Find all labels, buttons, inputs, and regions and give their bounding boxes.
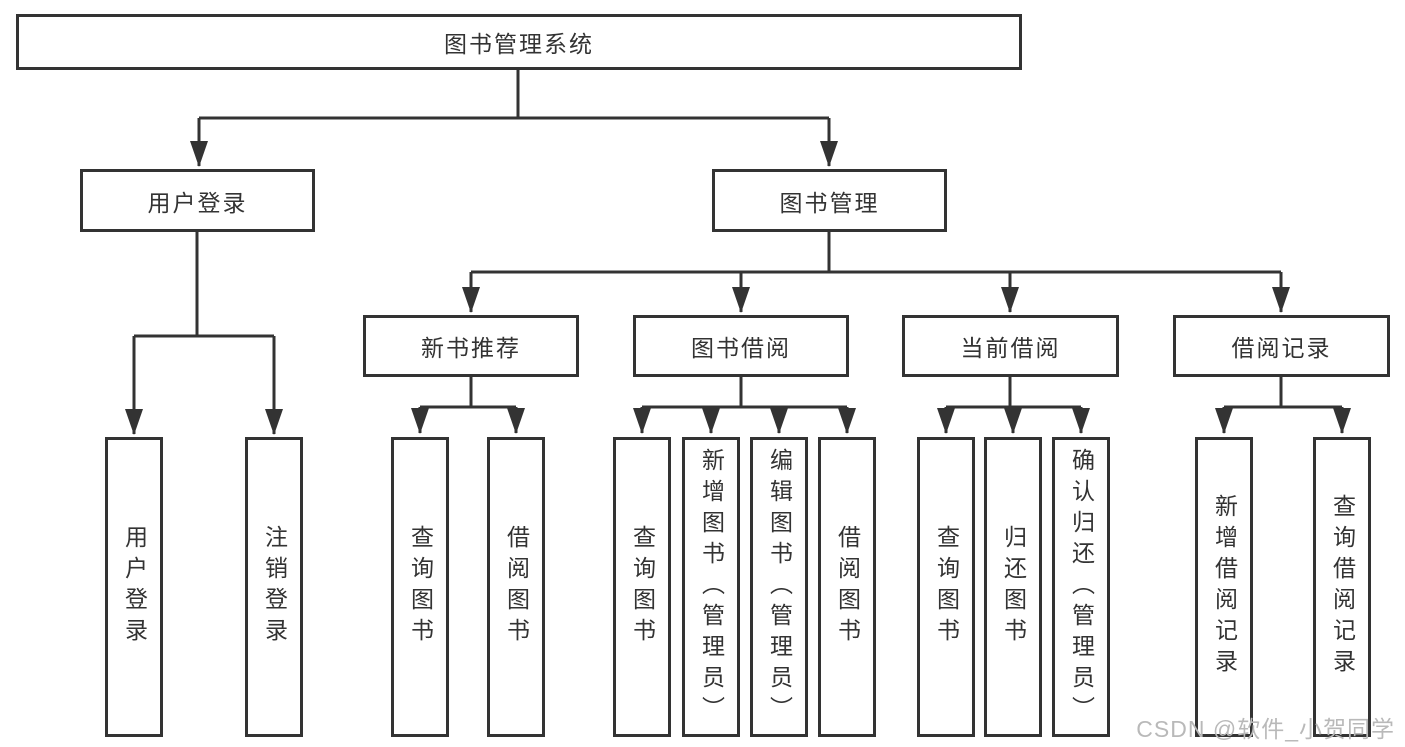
node-book-mgmt: 图书管理 — [712, 169, 947, 232]
leaf-nbr-borrow-book-label: 借阅图书 — [503, 525, 530, 649]
leaf-br-query-record: 查询借阅记录 — [1313, 437, 1371, 737]
connector-book-mgmt-subtree — [471, 232, 1281, 274]
node-user-login: 用户登录 — [80, 169, 315, 232]
leaf-logout: 注销登录 — [245, 437, 303, 737]
node-current-borrow: 当前借阅 — [902, 315, 1119, 377]
leaf-user-login-label: 用户登录 — [121, 525, 148, 649]
connector-current-borrow-subtree — [946, 377, 1081, 409]
leaf-cb-return-book-label: 归还图书 — [1000, 525, 1027, 649]
leaf-bb-query-book: 查询图书 — [613, 437, 671, 737]
node-root: 图书管理系统 — [16, 14, 1022, 70]
leaf-nbr-query-book-label: 查询图书 — [407, 525, 434, 649]
node-book-borrow: 图书借阅 — [633, 315, 849, 377]
node-root-label: 图书管理系统 — [444, 31, 594, 57]
node-new-book-rec-label: 新书推荐 — [421, 335, 521, 361]
leaf-bb-add-book-admin: 新增图书（管理员） — [682, 437, 740, 737]
csdn-watermark: CSDN @软件_小贺同学 — [1136, 716, 1395, 742]
leaf-bb-query-book-label: 查询图书 — [629, 525, 656, 649]
node-current-borrow-label: 当前借阅 — [960, 335, 1061, 361]
leaf-bb-edit-book-admin: 编辑图书（管理员） — [750, 437, 808, 737]
node-new-book-rec: 新书推荐 — [363, 315, 579, 377]
node-book-mgmt-label: 图书管理 — [779, 189, 880, 216]
connector-user-login-subtree — [134, 232, 274, 338]
leaf-logout-label: 注销登录 — [261, 525, 288, 649]
leaf-cb-confirm-return-admin: 确认归还（管理员） — [1052, 437, 1110, 737]
leaf-br-query-record-label: 查询借阅记录 — [1329, 494, 1356, 680]
connector-root-to-level2 — [199, 70, 829, 120]
leaf-cb-query-book: 查询图书 — [917, 437, 975, 737]
leaf-bb-edit-book-admin-label: 编辑图书（管理员） — [766, 447, 793, 727]
node-book-borrow-label: 图书借阅 — [691, 335, 791, 361]
leaf-br-add-record-label: 新增借阅记录 — [1211, 494, 1238, 680]
leaf-bb-borrow-book-label: 借阅图书 — [834, 525, 861, 649]
node-user-login-label: 用户登录 — [147, 189, 248, 216]
leaf-nbr-query-book: 查询图书 — [391, 437, 449, 737]
leaf-cb-query-book-label: 查询图书 — [933, 525, 960, 649]
leaf-user-login: 用户登录 — [105, 437, 163, 737]
connector-book-borrow-subtree — [642, 377, 847, 409]
leaf-nbr-borrow-book: 借阅图书 — [487, 437, 545, 737]
leaf-cb-confirm-return-admin-label: 确认归还（管理员） — [1068, 447, 1095, 727]
connector-new-book-rec-subtree — [420, 377, 516, 409]
leaf-bb-borrow-book: 借阅图书 — [818, 437, 876, 737]
leaf-bb-add-book-admin-label: 新增图书（管理员） — [698, 447, 725, 727]
leaf-br-add-record: 新增借阅记录 — [1195, 437, 1253, 737]
node-borrow-record-label: 借阅记录 — [1231, 335, 1332, 361]
node-borrow-record: 借阅记录 — [1173, 315, 1390, 377]
leaf-cb-return-book: 归还图书 — [984, 437, 1042, 737]
connector-borrow-record-subtree — [1224, 377, 1342, 409]
